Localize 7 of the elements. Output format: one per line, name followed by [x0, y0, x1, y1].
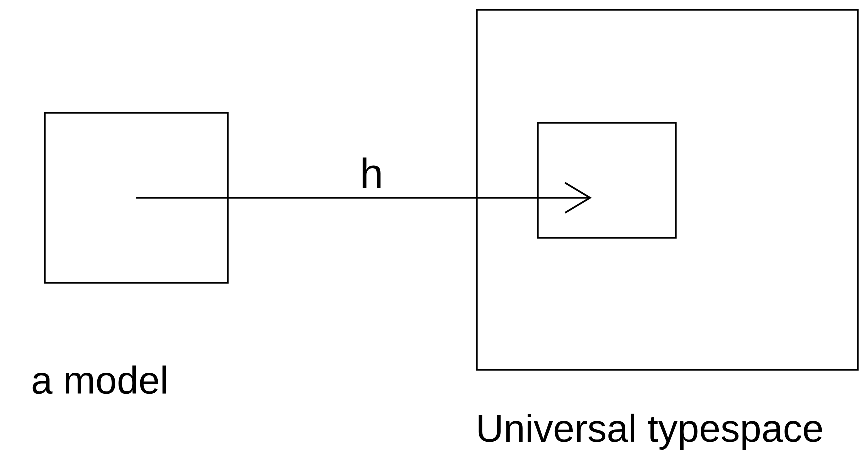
box: a model: [32, 112, 229, 394]
node-label: a model: [32, 366, 166, 394]
box: [537, 122, 677, 239]
node-label: Universal typespace: [478, 414, 822, 450]
arrow: [136, 182, 592, 214]
edge-label: h: [362, 158, 381, 188]
box: Universal typespace: [476, 9, 859, 450]
